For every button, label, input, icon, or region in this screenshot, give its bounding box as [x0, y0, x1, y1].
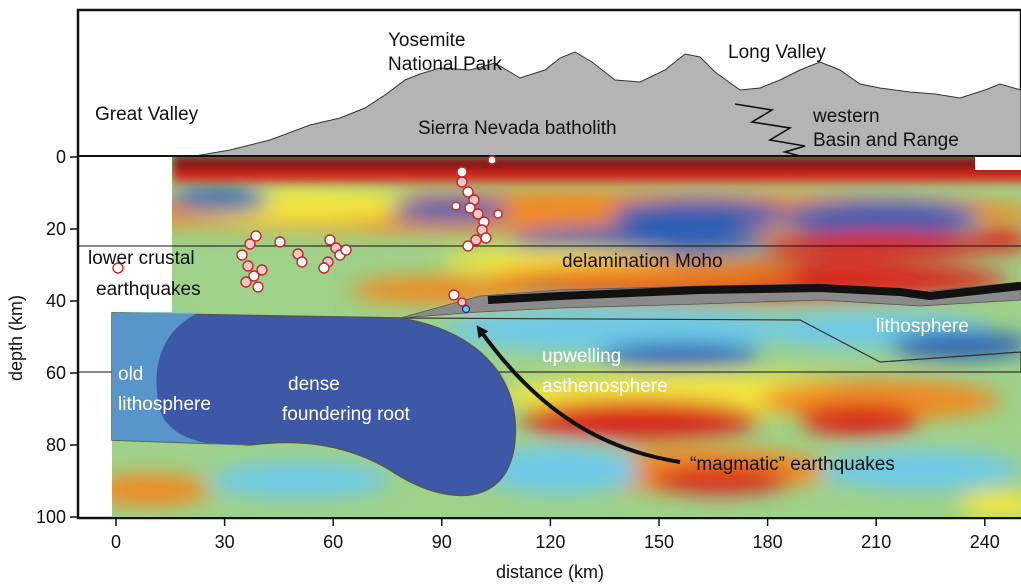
earthquake-marker — [472, 208, 484, 220]
delamination-moho-line — [487, 282, 1021, 304]
label-yosemite-1: Yosemite — [388, 30, 465, 51]
upper-crustal-earthquakes — [451, 155, 503, 252]
dense-foundering-root — [111, 312, 517, 497]
earthquake-marker — [244, 238, 256, 250]
label-lithosphere: lithosphere — [876, 316, 969, 337]
magmatic-earthquakes — [448, 289, 471, 314]
label-lower-crustal-1: lower crustal — [88, 248, 195, 269]
earthquake-marker — [493, 209, 503, 219]
x-axis: 0 30 60 90 120 150 180 210 240 distance (km) — [111, 518, 1000, 582]
earthquake-marker — [256, 264, 268, 276]
label-old-lithosphere-2: lithosphere — [118, 394, 211, 415]
label-magmatic-earthquakes: “magmatic” earthquakes — [690, 454, 895, 475]
label-basin-range-2: Basin and Range — [813, 130, 959, 151]
earthquake-marker — [451, 201, 461, 211]
y-axis-label: depth (km) — [6, 295, 26, 381]
upwelling-arrow — [476, 325, 681, 464]
label-basin-range-1: western — [812, 106, 880, 127]
earthquake-marker — [318, 262, 330, 274]
label-upwelling-1: upwelling — [542, 346, 621, 367]
earthquake-marker — [252, 281, 264, 293]
earthquake-marker — [242, 260, 254, 272]
earthquake-marker — [456, 166, 468, 178]
x-tick-label: 0 — [111, 532, 121, 552]
x-tick-label: 90 — [432, 532, 452, 552]
y-tick-label: 80 — [46, 435, 66, 455]
x-tick-label: 180 — [753, 532, 783, 552]
y-tick-label: 60 — [46, 363, 66, 383]
earthquake-marker — [248, 270, 260, 282]
root-inner-shape — [112, 312, 250, 446]
label-long-valley: Long Valley — [728, 42, 826, 63]
label-upwelling-2: asthenosphere — [542, 376, 668, 397]
x-tick-label: 30 — [215, 532, 235, 552]
y-tick-label: 40 — [46, 291, 66, 311]
earthquake-marker — [296, 256, 308, 268]
label-dense-1: dense — [288, 374, 340, 395]
x-tick-label: 210 — [861, 532, 891, 552]
earthquake-marker — [448, 289, 460, 301]
earthquake-marker — [456, 176, 468, 188]
label-old-lithosphere-1: old — [118, 364, 143, 385]
y-axis: 0 20 40 60 80 100 depth (km) — [6, 147, 79, 527]
x-tick-label: 150 — [644, 532, 674, 552]
earthquake-marker — [462, 186, 474, 198]
earthquake-marker — [480, 232, 492, 244]
earthquake-marker — [274, 236, 286, 248]
y-tick-label: 0 — [56, 147, 66, 167]
label-dense-2: foundering root — [282, 404, 411, 425]
x-axis-label: distance (km) — [496, 562, 604, 582]
label-delamination-moho: delamination Moho — [562, 251, 723, 272]
label-lower-crustal-2: earthquakes — [96, 279, 201, 300]
earthquake-marker — [462, 240, 474, 252]
x-tick-label: 120 — [535, 532, 565, 552]
earthquake-marker — [461, 304, 471, 314]
tomography-image — [112, 157, 1021, 517]
label-yosemite-2: National Park — [388, 54, 503, 75]
earthquake-marker — [340, 244, 352, 256]
earthquake-marker — [457, 297, 467, 307]
earthquake-marker — [487, 155, 497, 165]
x-tick-label: 240 — [970, 532, 1000, 552]
label-sierra-nevada: Sierra Nevada batholith — [418, 118, 617, 139]
earthquake-marker — [236, 249, 248, 261]
earthquake-marker — [112, 262, 124, 274]
earthquake-marker — [470, 234, 482, 246]
earthquake-marker — [464, 202, 476, 214]
y-tick-label: 100 — [36, 507, 66, 527]
label-great-valley: Great Valley — [95, 104, 199, 125]
x-tick-label: 60 — [323, 532, 343, 552]
lower-crustal-earthquakes — [112, 230, 352, 293]
earthquake-marker — [324, 234, 336, 246]
earthquake-marker — [250, 230, 262, 242]
y-tick-label: 20 — [46, 219, 66, 239]
basin-range-fault-line — [734, 103, 806, 157]
earthquake-marker — [240, 276, 252, 288]
topography-profile — [194, 51, 1021, 157]
